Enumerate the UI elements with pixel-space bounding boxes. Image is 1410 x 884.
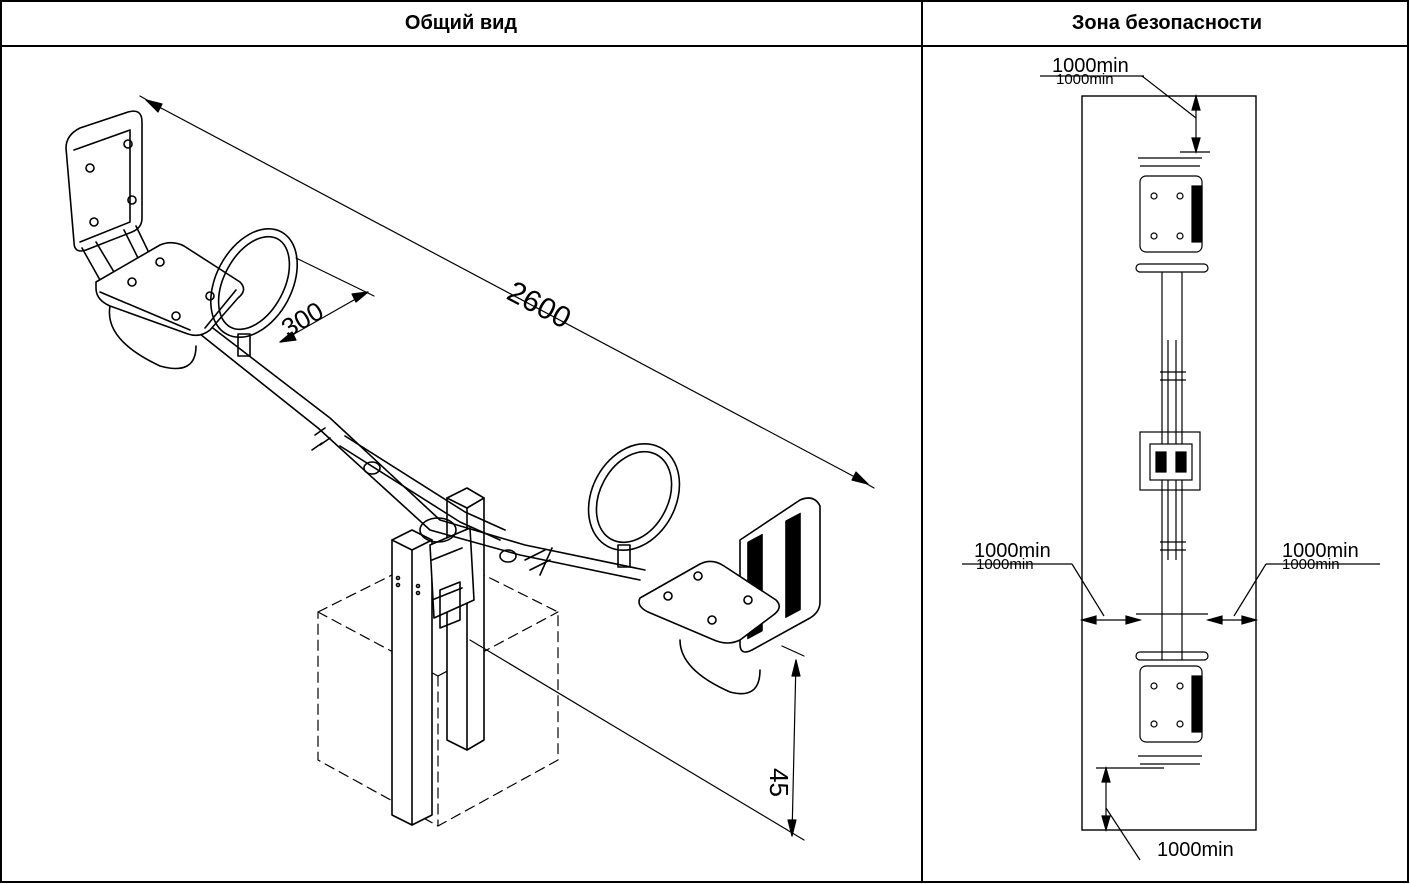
handle-ring-right: [587, 442, 681, 568]
dim-left: [962, 563, 1143, 625]
handle-ring-left: [209, 227, 299, 357]
plan-beam: [1135, 272, 1209, 661]
general-view-header: Общий вид: [404, 12, 518, 34]
seesaw-beam: [194, 321, 646, 581]
dimension-height: [469, 639, 805, 841]
seat-right: [638, 497, 821, 695]
seat-left: [65, 110, 245, 370]
dim-top-label: 1000min: [1052, 55, 1129, 77]
dim-top-label-dup: 1000min: [1056, 71, 1114, 88]
dimension-height-label: 45: [764, 768, 794, 797]
dim-right-label: 1000min: [1282, 540, 1359, 562]
dimension-handle: [279, 257, 375, 343]
dim-top: [1040, 75, 1210, 155]
dimension-length: [139, 95, 875, 489]
dim-bottom: [1096, 765, 1164, 861]
dim-left-label-dup: 1000min: [976, 556, 1034, 573]
dim-left-label: 1000min: [974, 540, 1051, 562]
plan-seat-bottom: [1138, 665, 1203, 765]
support-posts: [391, 487, 485, 826]
dim-bottom-label: 1000min: [1157, 839, 1234, 861]
safety-zone-boundary: [1081, 95, 1257, 831]
safety-zone-header: Зона безопасности: [1071, 12, 1263, 34]
dim-right: [1205, 563, 1380, 625]
dim-right-label-dup: 1000min: [1282, 556, 1340, 573]
plan-seat-top: [1135, 157, 1209, 273]
